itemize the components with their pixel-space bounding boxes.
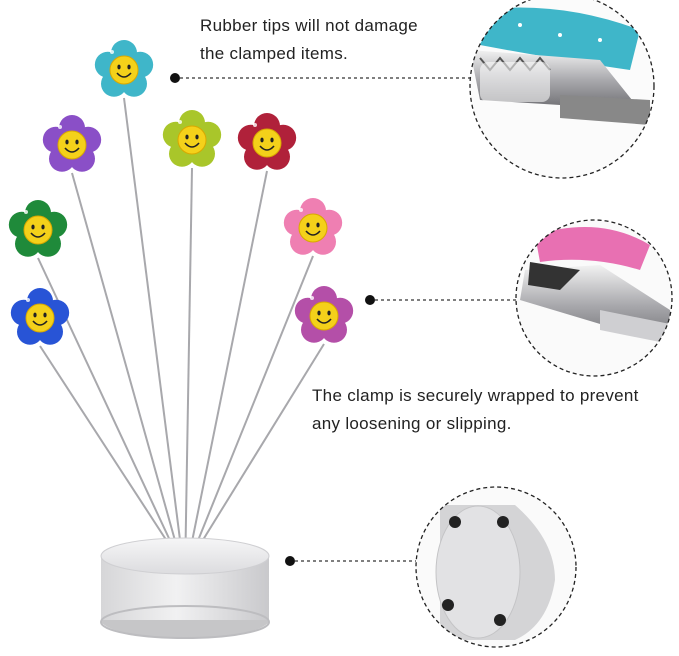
clamp-wrap-caption-line1: The clamp is securely wrapped to prevent [312,386,639,405]
rubber-tips-caption: Rubber tips will not damage the clamped … [200,12,460,68]
smiley-flower [162,110,222,167]
wire-stem [189,255,314,561]
smiley-flower [94,40,154,97]
clamp-wrap-caption-line2: any loosening or slipping. [312,414,512,433]
smiley-flower [294,286,354,343]
wire-stems [37,97,325,561]
smiley-flower [237,113,297,170]
wire-stem [39,345,181,561]
rubber-tips-caption-line2: the clamped items. [200,44,349,63]
smiley-flower-clips [8,40,354,345]
clamp-wrap-detail-circle [515,219,673,377]
smiley-flower [8,200,68,257]
wire-stem [123,97,184,561]
smiley-flower [42,115,102,172]
rubber-tip-detail-circle [469,0,655,179]
callout-pointers [170,73,516,566]
smiley-flower [283,198,343,255]
wire-stem [71,172,182,561]
wire-stem [189,343,325,561]
smiley-flower [10,288,70,345]
wire-stem [184,167,193,561]
rubber-tips-caption-line1: Rubber tips will not damage [200,16,418,35]
wire-stem [187,170,268,561]
round-base [100,537,270,639]
base-bottom-detail-circle [415,486,577,648]
clamp-wrap-caption: The clamp is securely wrapped to prevent… [312,382,674,438]
